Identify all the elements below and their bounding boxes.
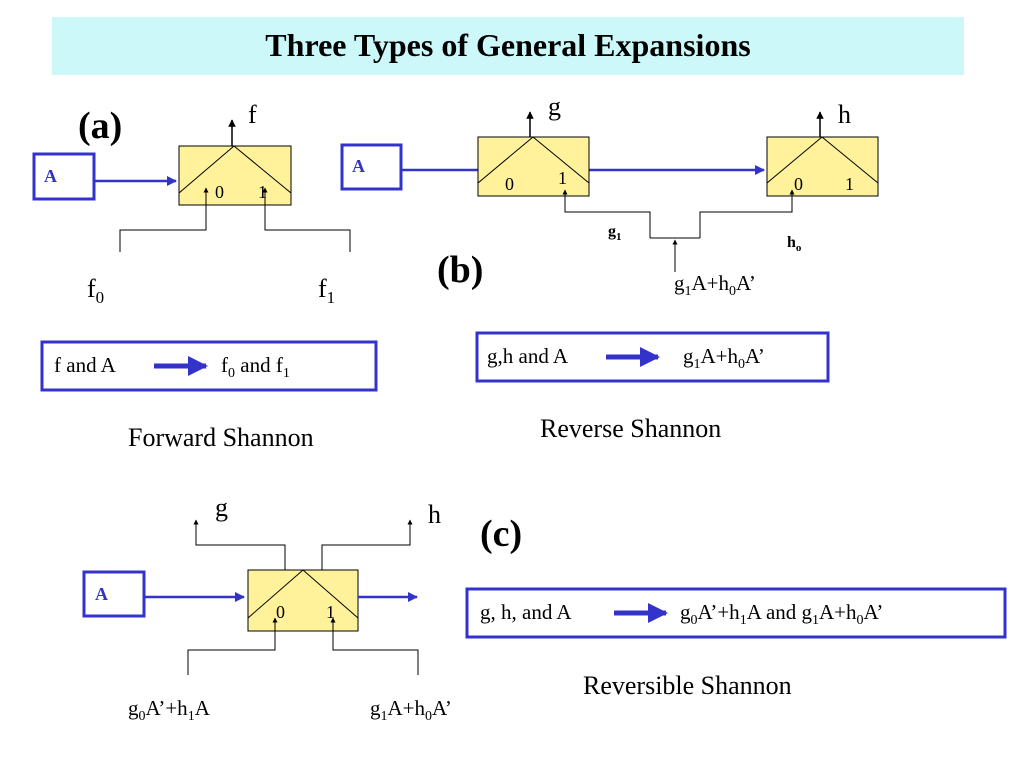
panel-c-input-box xyxy=(82,570,146,618)
panel-b-g1-wire xyxy=(562,189,651,238)
page-title: Three Types of General Expansions xyxy=(265,27,751,63)
panel-b-feed-label: g1A+h0A’ xyxy=(674,271,756,299)
panel-a-mux-one: 1 xyxy=(258,182,267,202)
panel-b-ho-label: ho xyxy=(787,234,802,254)
panel-a-mux-zero: 0 xyxy=(215,182,224,202)
panel-c-summary-right: g0A’+h1A and g1A+h0A’ xyxy=(680,600,883,628)
panel-c: A 0 1 g h g0A’+h1A g1A+h0A’ (c) g, h, an… xyxy=(82,493,1007,724)
panel-c-summary-left: g, h, and A xyxy=(480,600,572,624)
panel-a-output-label: f xyxy=(248,100,257,129)
panel-b-mux-h-triangle xyxy=(766,136,879,184)
panel-b-mux-g-zero: 0 xyxy=(505,174,514,194)
panel-c-mux-triangle xyxy=(247,569,359,619)
panel-b-input-box xyxy=(340,143,403,191)
panel-b-summary-left: g,h and A xyxy=(487,344,569,368)
panel-a-caption: Forward Shannon xyxy=(128,423,314,452)
panel-b-caption: Reverse Shannon xyxy=(540,414,721,443)
panel-a-in1-label: f1 xyxy=(318,274,335,307)
panel-b-mux-g xyxy=(477,136,590,197)
panel-b-mux-g-one: 1 xyxy=(558,168,567,188)
panel-a-in0-label: f0 xyxy=(87,274,104,307)
panel-a-label: (a) xyxy=(78,105,122,147)
panel-b-out-g-label: g xyxy=(548,92,561,121)
panel-c-out-g-wire xyxy=(193,519,286,570)
panel-c-summary-box xyxy=(465,587,1007,639)
panel-a-input-label: A xyxy=(44,166,57,186)
panel-c-out-g-label: g xyxy=(215,493,228,522)
panel-b-ho-wire xyxy=(699,189,795,238)
panel-c-caption: Reversible Shannon xyxy=(583,671,792,700)
panel-a-summary-left: f and A xyxy=(54,353,117,377)
panel-b-out-h-label: h xyxy=(838,100,851,129)
panel-c-mux xyxy=(247,569,359,632)
panel-b-label: (b) xyxy=(437,249,483,291)
panel-a-mux-triangle xyxy=(178,145,292,194)
panel-b: A 0 1 g 0 1 h g1 ho g1A+h0A’ (b) g,h and… xyxy=(340,92,879,443)
panel-c-mux-one: 1 xyxy=(326,602,335,622)
title-bar: Three Types of General Expansions xyxy=(52,17,964,75)
panel-b-mux-h xyxy=(766,136,879,197)
panel-b-mux-g-triangle xyxy=(477,136,590,184)
panel-c-mux-zero: 0 xyxy=(276,602,285,622)
panel-a-in1-wire xyxy=(262,187,351,252)
panel-a-input-box xyxy=(32,152,96,201)
panel-b-mux-h-one: 1 xyxy=(845,174,854,194)
panel-b-summary-right: g1A+h0A’ xyxy=(683,344,765,372)
panel-b-input-label: A xyxy=(352,156,365,176)
panel-a-summary-box xyxy=(40,340,378,392)
panel-c-in1-label: g1A+h0A’ xyxy=(370,696,452,724)
panel-c-out-h-label: h xyxy=(428,500,441,529)
panel-c-input-label: A xyxy=(95,584,108,604)
panel-c-in1-wire xyxy=(330,617,419,675)
panel-a-mux xyxy=(178,145,292,206)
panel-c-out-h-wire xyxy=(321,519,413,570)
panel-a-summary-right: f0 and f1 xyxy=(221,353,290,381)
panel-c-in0-wire xyxy=(187,617,278,675)
panel-c-in0-label: g0A’+h1A xyxy=(128,696,211,724)
panel-c-label: (c) xyxy=(480,513,522,555)
panel-a: (a) A 0 1 f f0 f1 f and A f0 and f1 Forw… xyxy=(32,100,378,452)
panel-a-in0-wire xyxy=(119,187,209,252)
panel-b-g1-label: g1 xyxy=(608,223,622,243)
panel-b-mux-h-zero: 0 xyxy=(794,174,803,194)
